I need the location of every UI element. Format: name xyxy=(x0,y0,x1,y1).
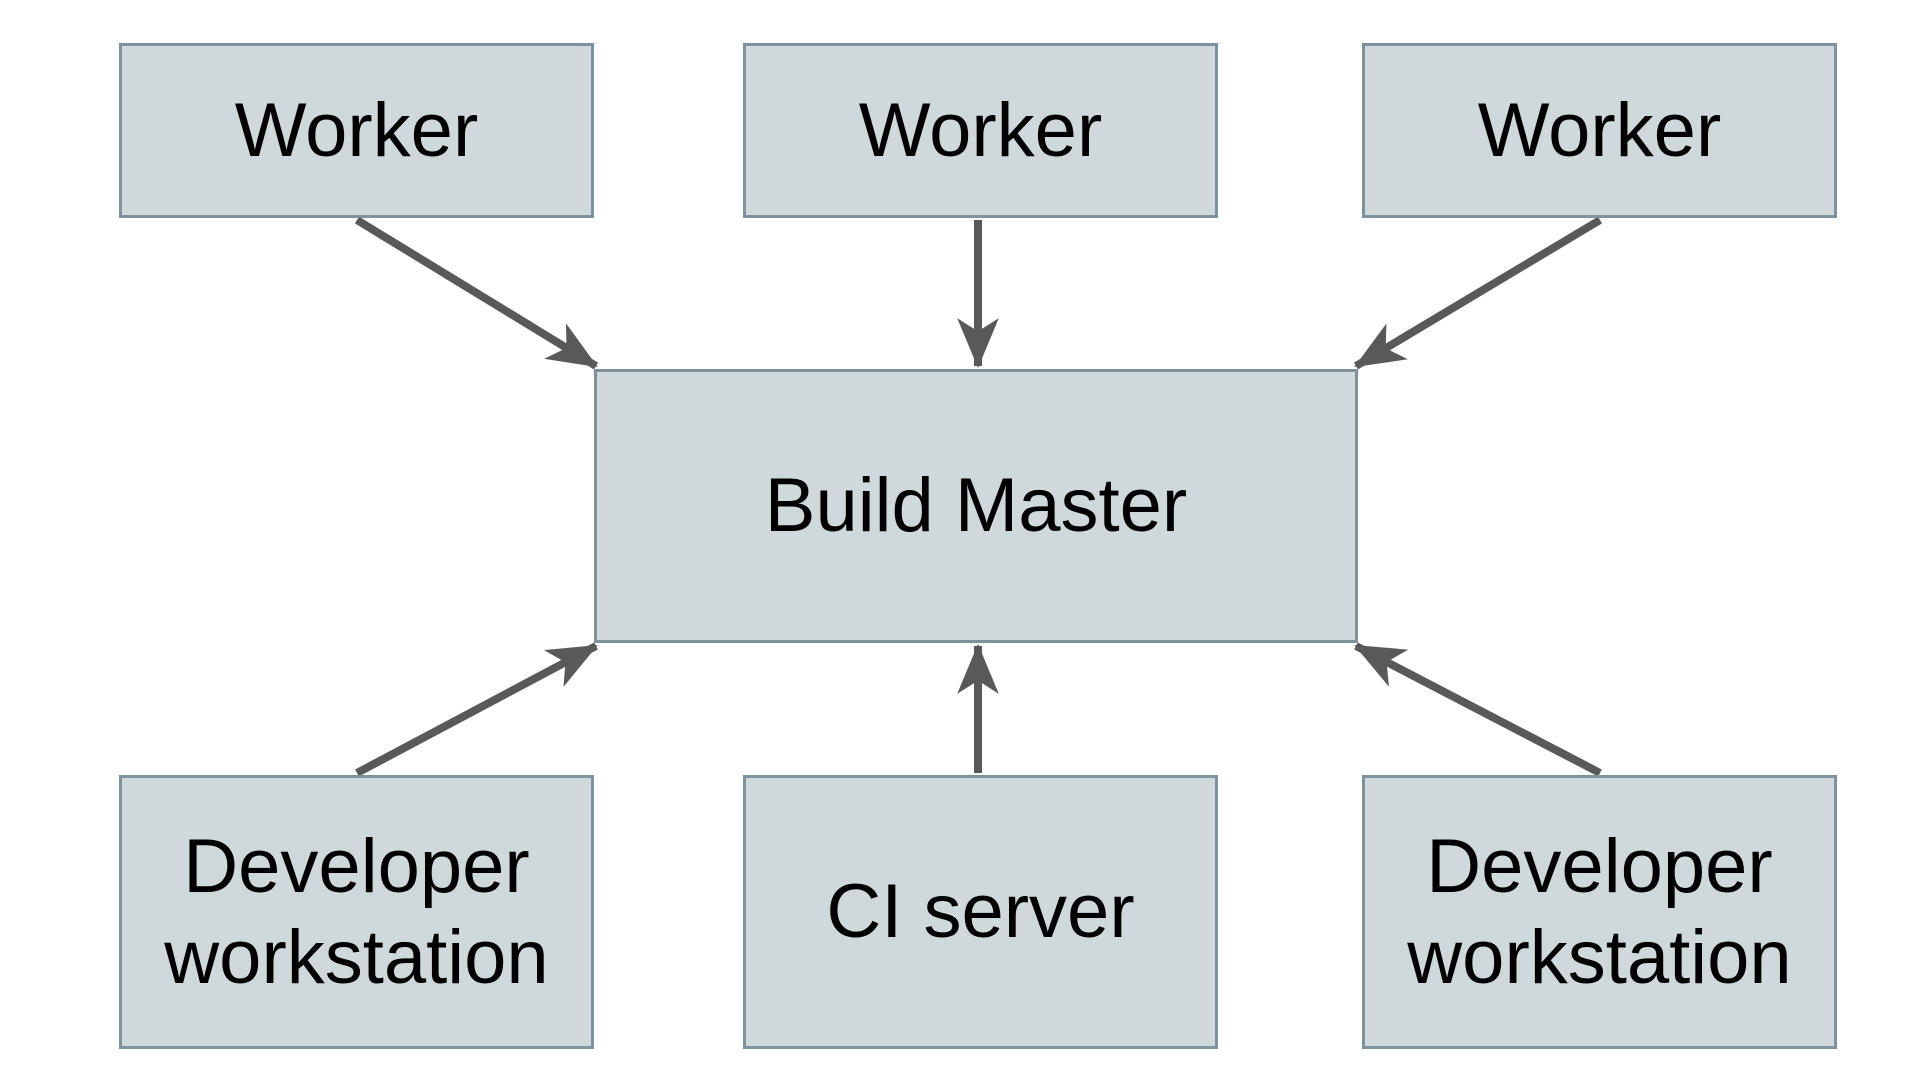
node-worker-2-label: Worker xyxy=(858,87,1103,173)
arrow-worker-3-to-build-master xyxy=(1353,216,1603,370)
node-developer-workstation-left: Developer workstation xyxy=(119,775,594,1049)
node-ci-server: CI server xyxy=(743,775,1218,1049)
node-worker-2: Worker xyxy=(743,43,1218,218)
arrow-developer-workstation-right-to-build-master xyxy=(1354,642,1602,777)
node-developer-workstation-right-label: Developer workstation xyxy=(1407,823,1792,1000)
node-worker-3-label: Worker xyxy=(1477,87,1722,173)
node-build-master-label: Build Master xyxy=(764,463,1188,549)
node-ci-server-label: CI server xyxy=(826,869,1135,955)
node-worker-1: Worker xyxy=(119,43,594,218)
node-developer-workstation-right: Developer workstation xyxy=(1362,775,1837,1049)
node-build-master: Build Master xyxy=(594,369,1358,643)
node-developer-workstation-left-label: Developer workstation xyxy=(164,823,549,1000)
node-worker-3: Worker xyxy=(1362,43,1837,218)
node-worker-1-label: Worker xyxy=(234,87,479,173)
arrow-worker-1-to-build-master xyxy=(354,216,599,370)
arrow-developer-workstation-left-to-build-master xyxy=(355,642,598,777)
